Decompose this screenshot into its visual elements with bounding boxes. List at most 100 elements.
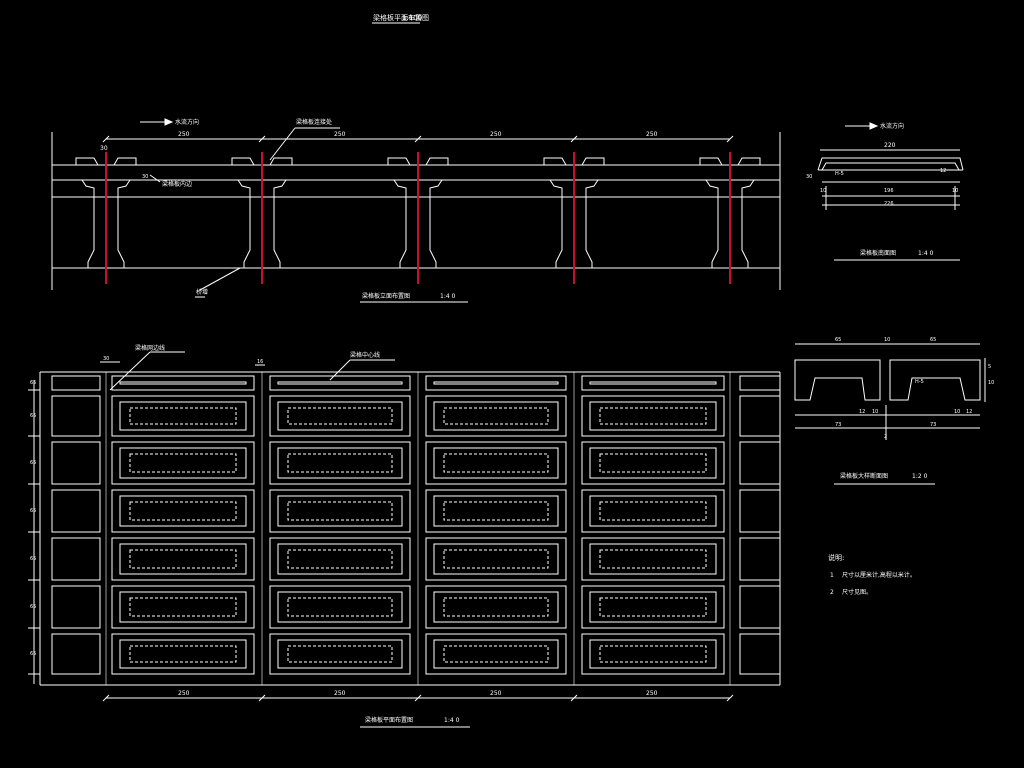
detail-height-b: 10: [988, 380, 994, 386]
plan-cell-dashed: [443, 597, 549, 617]
plan-cell-outer: [269, 585, 411, 629]
plan-left-offset: 30: [103, 356, 109, 362]
detail-mark: H-5: [915, 379, 924, 385]
section-bottom-2: 226: [884, 201, 894, 207]
label-grid-center: 梁格中心线: [350, 351, 380, 359]
plan-cell-dashed: [287, 549, 393, 569]
plan-bottom-tick: [102, 694, 110, 702]
notes-heading: 说明:: [828, 553, 844, 562]
plan-cell-outer: [51, 633, 101, 675]
deck-cap-left: [387, 157, 411, 166]
elevation-title: 梁格板立面布置图: [362, 292, 410, 300]
flow-arrow-label: 水流方向: [175, 118, 199, 126]
plan-cell-inner: [277, 447, 403, 479]
plan-cell-dashed: [287, 453, 393, 473]
plan-cell-inner: [589, 591, 717, 623]
note-2-text: 尺寸见图。: [842, 588, 872, 596]
plan-cell-outer: [111, 585, 255, 629]
deck-cap-right: [113, 157, 137, 166]
plan-cell-dashed: [443, 407, 549, 425]
plan-cell-outer: [425, 441, 567, 485]
detail-small-4: 12: [966, 409, 972, 415]
cross-section-view: 水流方向 220 H-5 30 10 196 10 226 12 梁格板南面图 …: [806, 122, 964, 261]
plan-bottom-tick: [570, 694, 578, 702]
plan-cell-dashed: [599, 549, 707, 569]
plan-cell-inner: [277, 543, 403, 575]
plan-cell-outer: [581, 537, 725, 581]
plan-cell-outer: [269, 395, 411, 437]
plan-cell-outer: [581, 375, 725, 391]
detail-top-mid: 10: [884, 337, 890, 343]
plan-cell-outer: [269, 633, 411, 675]
plan-cell-dashed: [443, 549, 549, 569]
plan-cell-outer: [269, 441, 411, 485]
plan-cell-outer: [51, 537, 101, 581]
label-grid-edge: 梁格网边线: [135, 344, 165, 352]
plan-cell-dashed: [129, 645, 237, 663]
elevation-scale: 1:4 0: [440, 293, 456, 300]
plan-cell-dashed: [599, 407, 707, 425]
section-right: 10: [952, 188, 958, 194]
plan-cell-outer: [51, 585, 101, 629]
elev-dim-tick: [570, 135, 578, 143]
plan-cell-inner: [433, 639, 559, 669]
detail-bottom-left: 73: [835, 422, 841, 428]
plan-cell-outer: [425, 537, 567, 581]
plan-cell-outer: [581, 489, 725, 533]
plan-cell-outer: [269, 537, 411, 581]
plan-cell-outer: [269, 489, 411, 533]
plan-cell-dashed: [287, 597, 393, 617]
section-side: 12: [940, 168, 946, 174]
plan-bottom-label: 250: [178, 690, 190, 697]
plan-cell-inner: [277, 381, 403, 385]
plan-cell-outer: [739, 375, 781, 391]
plan-cell-outer: [111, 395, 255, 437]
deck-cap-left: [699, 157, 723, 166]
plan-cell-outer: [739, 537, 781, 581]
plan-bottom-label: 250: [334, 690, 346, 697]
plan-cell-outer: [111, 375, 255, 391]
section-bottom-1: 196: [884, 188, 894, 194]
plan-cell-outer: [425, 395, 567, 437]
detail-top-left: 65: [835, 337, 841, 343]
plan-row-dim-label: 65: [30, 380, 36, 386]
plan-cell-inner: [119, 495, 247, 527]
label-plate-edge: 梁格板连接处: [296, 118, 332, 126]
plan-cell-inner: [589, 401, 717, 431]
deck-cap-right: [737, 157, 761, 166]
plan-cell-inner: [119, 639, 247, 669]
plan-cell-outer: [51, 395, 101, 437]
plan-cell-dashed: [599, 597, 707, 617]
plan-cell-inner: [433, 447, 559, 479]
plan-scale: 1:4 0: [444, 717, 460, 724]
plan-cell-outer: [425, 633, 567, 675]
plan-cell-inner: [589, 381, 717, 385]
plan-cell-inner: [433, 401, 559, 431]
plan-cell-dashed: [443, 453, 549, 473]
plan-cell-inner: [119, 591, 247, 623]
plan-bottom-tick: [258, 694, 266, 702]
plan-title: 梁格板平面布置图: [365, 716, 413, 724]
deck-cap-right: [581, 157, 605, 166]
detail-small-1: 12: [859, 409, 865, 415]
elev-span-label: 250: [646, 131, 658, 138]
plan-gap: 16: [257, 359, 263, 365]
plan-cell-outer: [51, 375, 101, 391]
label-plate-inner: 梁格板内边: [162, 180, 192, 188]
plan-bottom-label: 250: [490, 690, 502, 697]
plan-cell-outer: [269, 375, 411, 391]
detail-small-3: 10: [954, 409, 960, 415]
plan-cell-outer: [739, 395, 781, 437]
plan-cell-dashed: [287, 645, 393, 663]
top-title-scale: 1:100: [402, 14, 422, 22]
detail-top-right: 65: [930, 337, 936, 343]
plan-row-dim-label: 65: [30, 413, 36, 419]
notes-block: 说明: 1 尺寸以厘米计,高程以米计。 2 尺寸见图。: [828, 553, 916, 596]
plan-bottom-tick: [414, 694, 422, 702]
plan-cell-dashed: [129, 597, 237, 617]
drawing-title-block: 梁格板平面布置图 1:100: [372, 13, 429, 24]
elev-dim-tick: [414, 135, 422, 143]
note-1-num: 1: [830, 572, 834, 579]
detail-center: 2: [884, 434, 887, 440]
